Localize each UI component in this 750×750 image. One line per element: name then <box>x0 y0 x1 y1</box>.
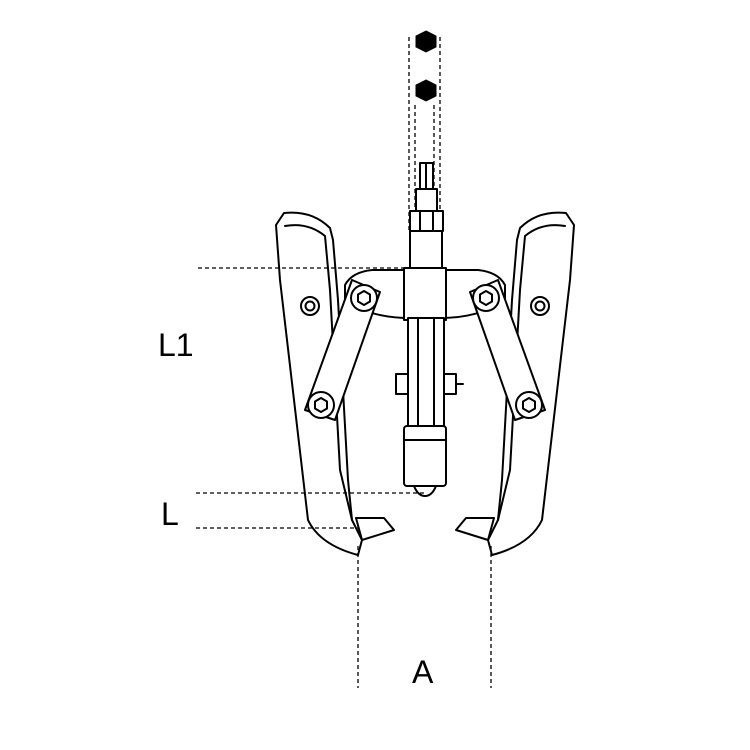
right-link-plate <box>469 279 546 421</box>
hexagon-icon <box>415 79 437 102</box>
dimension-label-l1: L1 <box>158 327 194 363</box>
spindle-top-extension <box>408 30 441 230</box>
spindle-hex-nut <box>409 162 444 232</box>
dimension-label-a: A <box>412 654 434 690</box>
dimension-lines <box>196 267 492 688</box>
dimension-label-l: L <box>161 496 179 532</box>
left-link-plate <box>304 279 381 421</box>
center-spindle <box>395 317 464 497</box>
hexagon-icon <box>415 30 437 53</box>
